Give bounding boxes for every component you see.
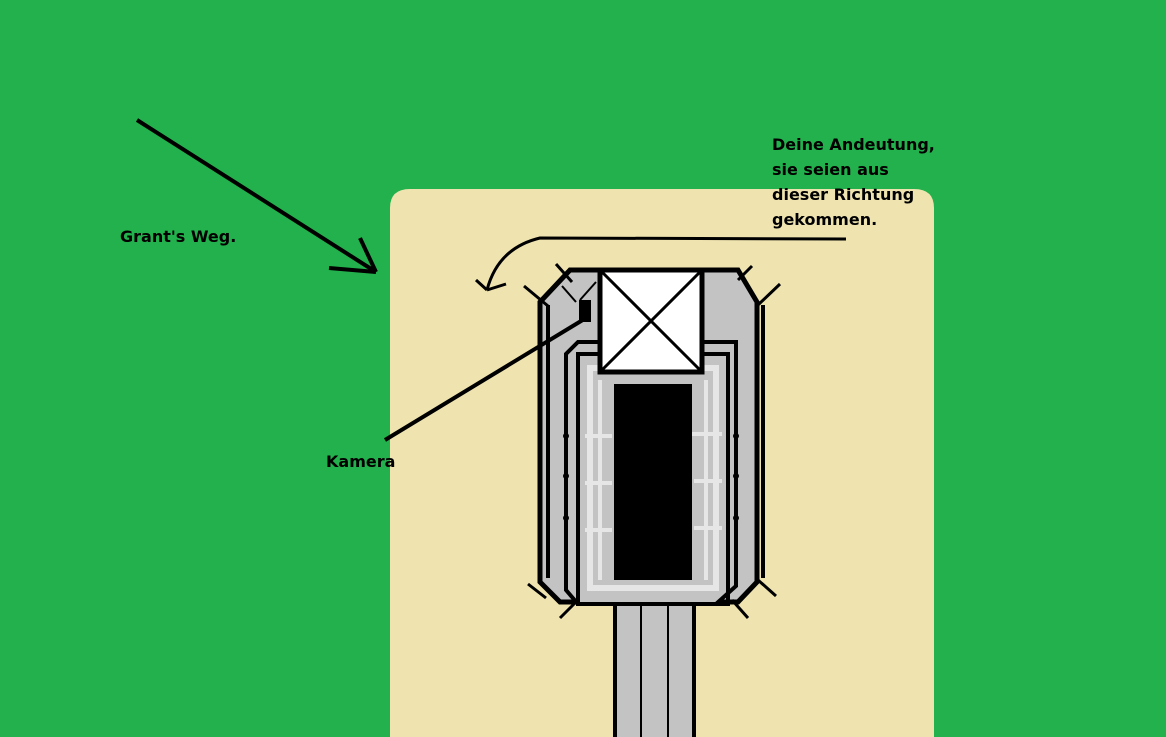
hint-direction-arrow <box>474 236 847 292</box>
hint-line: gekommen. <box>772 210 878 229</box>
camera-icon <box>383 281 597 442</box>
grant-path-arrow <box>135 118 378 274</box>
crossed-box <box>597 267 705 375</box>
driveway <box>613 602 696 737</box>
grant-path-label: Grant's Weg. <box>120 227 237 246</box>
hint-line: sie seien aus <box>772 160 889 179</box>
camera-label: Kamera <box>326 452 396 471</box>
building-inner <box>563 340 739 606</box>
hint-line: dieser Richtung <box>772 185 915 204</box>
hint-line: Deine Andeutung, <box>772 135 935 154</box>
camera-pointer-line <box>383 316 588 442</box>
hint-label: Deine Andeutung, sie seien aus dieser Ri… <box>772 132 935 232</box>
